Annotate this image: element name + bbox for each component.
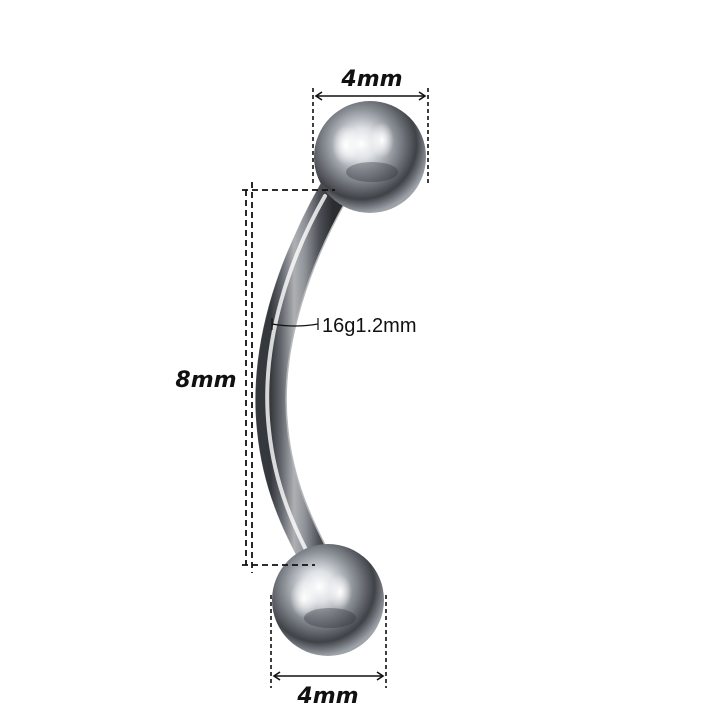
gauge-dimension <box>271 318 319 330</box>
gauge-label: 16g1.2mm <box>322 315 417 337</box>
bar-length-label: 8mm <box>175 368 236 393</box>
bottom-ball-size-label: 4mm <box>296 684 358 709</box>
bar-length-dimension <box>242 182 335 573</box>
top-ball-size-label: 4mm <box>340 67 402 92</box>
bottom-ball <box>272 544 384 656</box>
bottom-ball-dimension <box>270 595 387 688</box>
curved-bar <box>255 176 350 582</box>
top-ball-dimension <box>312 88 429 185</box>
top-ball <box>314 101 426 213</box>
